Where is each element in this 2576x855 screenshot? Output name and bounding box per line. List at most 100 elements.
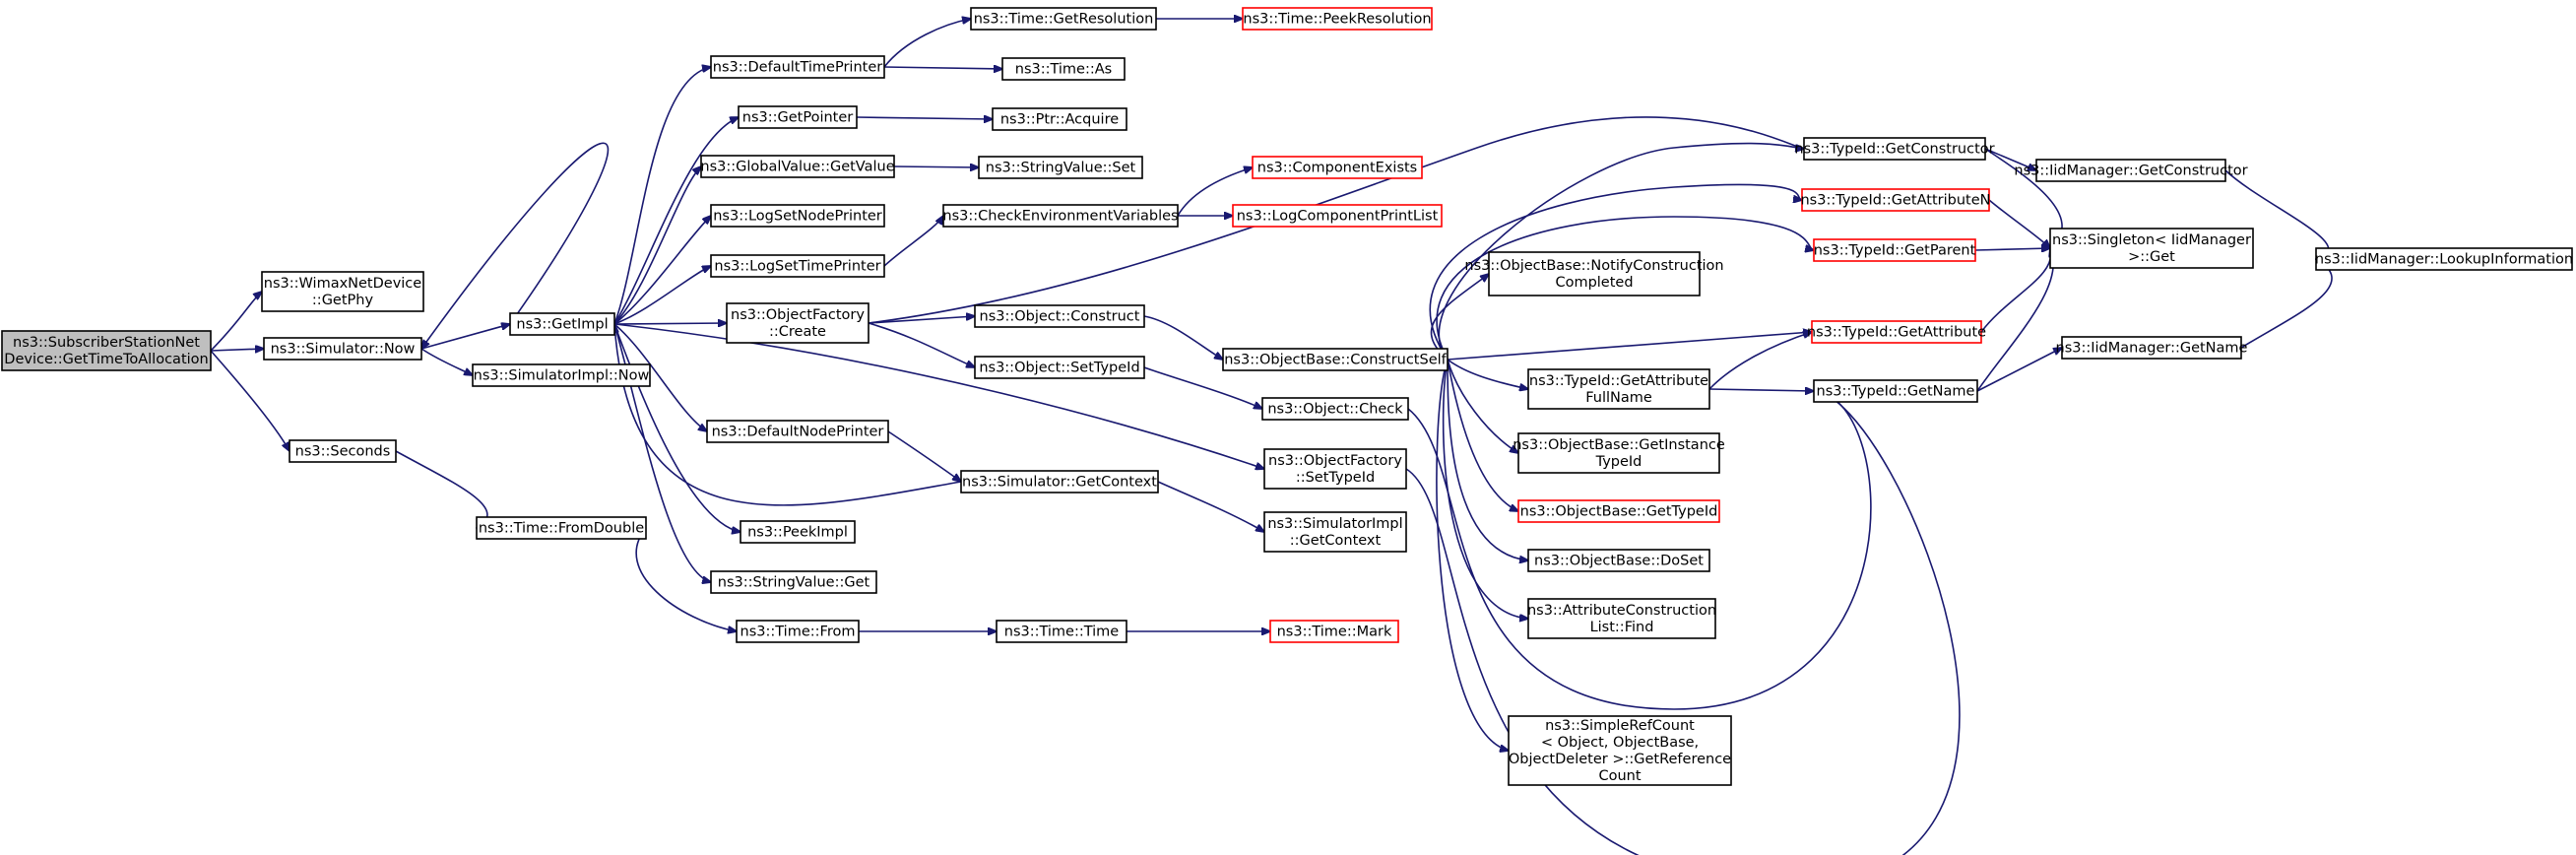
node-box-defTimePrinter[interactable] [710,55,885,79]
node-getPointer[interactable]: ns3::GetPointer [738,105,858,129]
node-box-simImplNow[interactable] [472,363,651,387]
node-iidGetConstructor[interactable]: ns3::IidManager::GetConstructor [2014,159,2248,182]
node-timeAs[interactable]: ns3::Time::As [1001,57,1126,81]
node-objConstruct[interactable]: ns3::Object::Construct [974,304,1145,328]
node-box-simImplGetContext[interactable] [1263,511,1407,553]
node-box-objCheck[interactable] [1261,397,1409,421]
node-fromDouble[interactable]: ns3::Time::FromDouble [476,516,647,540]
node-box-tidGetAttributeFullName[interactable] [1527,368,1710,410]
node-box-notifyConstructionCompleted[interactable] [1488,251,1701,296]
node-simImplNow[interactable]: ns3::SimulatorImpl::Now [472,363,651,387]
node-box-getPointer[interactable] [738,105,858,129]
node-box-objConstruct[interactable] [974,304,1145,328]
node-box-objFactorySetTypeId[interactable] [1263,448,1407,490]
node-box-tidGetConstructor[interactable] [1803,137,1986,161]
node-checkEnv[interactable]: ns3::CheckEnvironmentVariables [942,204,1179,228]
node-tidGetAttribute[interactable]: ns3::TypeId::GetAttribute [1807,320,1986,344]
node-box-iidGetConstructor[interactable] [2035,159,2226,182]
node-box-componentExists[interactable] [1252,156,1423,179]
node-box-singletonGet[interactable] [2049,228,2254,269]
node-tidGetParent[interactable]: ns3::TypeId::GetParent [1813,238,1976,262]
node-tidGetName[interactable]: ns3::TypeId::GetName [1813,379,1978,403]
node-box-simpleRefCount[interactable] [1508,715,1732,786]
node-box-objBaseGetTypeId[interactable] [1517,499,1720,523]
node-singletonGet[interactable]: ns3::Singleton< IidManager>::Get [2049,228,2254,269]
node-root[interactable]: ns3::SubscriberStationNetDevice::GetTime… [1,330,212,371]
node-box-timeMark[interactable] [1269,620,1399,643]
node-box-seconds[interactable] [289,439,397,463]
node-box-logSetTimePrinter[interactable] [710,254,885,278]
node-box-tidGetParent[interactable] [1813,238,1976,262]
node-svGet[interactable]: ns3::StringValue::Get [710,570,877,594]
node-objCheck[interactable]: ns3::Object::Check [1261,397,1409,421]
node-simGetContext[interactable]: ns3::Simulator::GetContext [960,470,1159,493]
node-wimaxGetPhy[interactable]: ns3::WimaxNetDevice::GetPhy [261,271,424,312]
node-simImplGetContext[interactable]: ns3::SimulatorImpl::GetContext [1263,511,1407,553]
node-objBaseDoSet[interactable]: ns3::ObjectBase::DoSet [1527,549,1710,572]
node-timeFrom[interactable]: ns3::Time::From [736,620,860,643]
node-peekResolution[interactable]: ns3::Time::PeekResolution [1242,7,1433,31]
node-box-logComponentPrintList[interactable] [1232,204,1443,228]
node-simpleRefCount[interactable]: ns3::SimpleRefCount< Object, ObjectBase,… [1508,715,1732,786]
node-box-iidGetName[interactable] [2061,336,2242,360]
node-objSetTypeId[interactable]: ns3::Object::SetTypeId [974,356,1145,379]
node-box-timeAs[interactable] [1001,57,1126,81]
node-box-objBaseConstructSelf[interactable] [1222,348,1449,371]
node-ptrAcquire[interactable]: ns3::Ptr::Acquire [992,107,1127,131]
node-timeMark[interactable]: ns3::Time::Mark [1269,620,1399,643]
node-box-root[interactable] [1,330,212,371]
node-componentExists[interactable]: ns3::ComponentExists [1252,156,1423,179]
node-box-defNodePrinter[interactable] [706,420,889,443]
node-box-objSetTypeId[interactable] [974,356,1145,379]
node-box-simGetContext[interactable] [960,470,1159,493]
node-iidGetName[interactable]: ns3::IidManager::GetName [2056,336,2248,360]
node-svSet[interactable]: ns3::StringValue::Set [978,156,1143,179]
node-box-svSet[interactable] [978,156,1143,179]
node-objFactoryCreate[interactable]: ns3::ObjectFactory::Create [726,302,869,344]
node-simNow[interactable]: ns3::Simulator::Now [263,337,422,361]
node-iidLookupInformation[interactable]: ns3::IidManager::LookupInformation [2315,247,2573,271]
node-timeTime[interactable]: ns3::Time::Time [996,620,1127,643]
node-box-fromDouble[interactable] [476,516,647,540]
node-box-getImpl[interactable] [509,312,615,336]
node-logComponentPrintList[interactable]: ns3::LogComponentPrintList [1232,204,1443,228]
node-objBaseConstructSelf[interactable]: ns3::ObjectBase::ConstructSelf [1222,348,1449,371]
node-tidGetAttributeN[interactable]: ns3::TypeId::GetAttributeN [1800,188,1991,212]
node-logSetNodePrinter[interactable]: ns3::LogSetNodePrinter [710,204,885,228]
node-box-iidLookupInformation[interactable] [2315,247,2573,271]
node-objBaseGetTypeId[interactable]: ns3::ObjectBase::GetTypeId [1517,499,1720,523]
node-defTimePrinter[interactable]: ns3::DefaultTimePrinter [710,55,885,79]
node-box-objFactoryCreate[interactable] [726,302,869,344]
node-box-getResolution[interactable] [970,7,1157,31]
node-box-checkEnv[interactable] [942,204,1179,228]
node-notifyConstructionCompleted[interactable]: ns3::ObjectBase::NotifyConstructionCompl… [1464,251,1724,296]
node-box-getInstanceTypeId[interactable] [1517,432,1720,474]
node-box-ptrAcquire[interactable] [992,107,1127,131]
node-gvGetValue[interactable]: ns3::GlobalValue::GetValue [700,155,895,178]
node-logSetTimePrinter[interactable]: ns3::LogSetTimePrinter [710,254,885,278]
node-box-simNow[interactable] [263,337,422,361]
node-getResolution[interactable]: ns3::Time::GetResolution [970,7,1157,31]
node-defNodePrinter[interactable]: ns3::DefaultNodePrinter [706,420,889,443]
node-box-wimaxGetPhy[interactable] [261,271,424,312]
node-box-peekImpl[interactable] [740,520,856,544]
node-tidGetConstructor[interactable]: ns3::TypeId::GetConstructor [1794,137,1995,161]
node-seconds[interactable]: ns3::Seconds [289,439,397,463]
node-peekImpl[interactable]: ns3::PeekImpl [740,520,856,544]
node-box-objBaseDoSet[interactable] [1527,549,1710,572]
node-box-logSetNodePrinter[interactable] [710,204,885,228]
node-box-timeFrom[interactable] [736,620,860,643]
node-box-attrConstructionListFind[interactable] [1527,598,1716,639]
node-box-tidGetName[interactable] [1813,379,1978,403]
node-box-tidGetAttributeN[interactable] [1801,188,1990,212]
node-objFactorySetTypeId[interactable]: ns3::ObjectFactory::SetTypeId [1263,448,1407,490]
node-box-gvGetValue[interactable] [700,155,895,178]
node-box-svGet[interactable] [710,570,877,594]
node-box-tidGetAttribute[interactable] [1811,320,1982,344]
node-box-peekResolution[interactable] [1242,7,1433,31]
node-getImpl[interactable]: ns3::GetImpl [509,312,615,336]
node-box-timeTime[interactable] [996,620,1127,643]
